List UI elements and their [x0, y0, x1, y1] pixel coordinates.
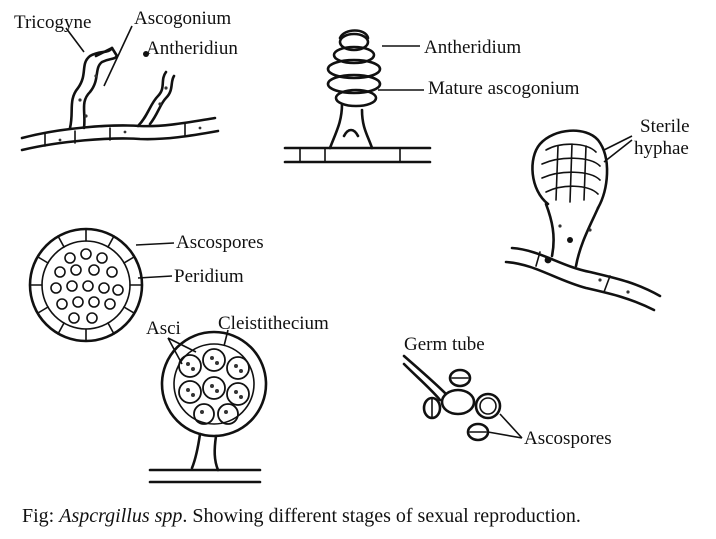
cleistothecium-wall	[160, 330, 268, 438]
peridium-outer	[28, 227, 144, 343]
label-germ-tube: Germ tube	[404, 334, 485, 355]
label-antheridium: Antheridium	[424, 37, 521, 58]
stage-mature-cleistothecium: Ascospores Peridium	[28, 227, 264, 343]
hypha-stage2	[283, 146, 432, 164]
hypha-stage3	[504, 246, 662, 312]
antheridium-branch	[136, 70, 176, 128]
germinating-spore	[440, 388, 476, 416]
ascospore-3	[474, 392, 502, 420]
asci-group	[178, 348, 250, 425]
label-ascogonium: Ascogonium	[134, 8, 231, 29]
hypha-stage5	[148, 468, 262, 484]
stage-cleistothecium-asci: Asci Cleistithecium	[146, 313, 329, 484]
caption-genus: Aspcrgillus spp	[57, 505, 182, 527]
label-ascospores-bottom: Ascospores	[524, 428, 612, 449]
peridium-cells	[29, 228, 143, 342]
label-peridium: Peridium	[174, 266, 244, 287]
ascospore-1	[448, 368, 472, 388]
trichogyne-tip	[94, 46, 119, 58]
ascospores-cluster	[50, 248, 124, 324]
hypha-stage1	[20, 116, 220, 152]
label-mature-ascogonium: Mature ascogonium	[428, 78, 580, 99]
sterile-hyphae-coils	[541, 143, 601, 203]
germ-tube	[402, 354, 448, 402]
label-cleistithecium: Cleistithecium	[218, 313, 329, 334]
antheridium-dot	[143, 51, 149, 57]
caption-prefix: Fig:	[22, 505, 59, 527]
ascogonium-coil	[68, 46, 119, 130]
label-asci: Asci	[146, 318, 181, 339]
label-sterile: Sterile	[640, 116, 690, 137]
caption-suffix: . Showing different stages of sexual rep…	[182, 505, 580, 527]
stage-ascogonium-initial: Tricogyne Ascogonium Antheridiun	[14, 8, 238, 152]
stalk-stage3	[544, 202, 600, 268]
label-tricogyne: Tricogyne	[14, 12, 91, 33]
label-antheridiun: Antheridiun	[146, 38, 238, 59]
fruiting-body-outline	[531, 129, 609, 210]
label-ascospores-top: Ascospores	[176, 232, 264, 253]
stage-germination: Germ tube Ascospores	[402, 334, 612, 449]
stage-mature-ascogonium: Antheridium Mature ascogonium	[283, 29, 580, 164]
ascogonium-spiral	[326, 29, 382, 108]
stage-sterile-hyphae: Sterile hyphae	[504, 116, 690, 312]
label-hyphae: hyphae	[634, 138, 689, 159]
figure-caption: Fig: Aspcrgillus spp. Showing different …	[22, 505, 581, 527]
stalk-stage2	[328, 102, 374, 150]
stalk-stage5	[190, 432, 220, 472]
